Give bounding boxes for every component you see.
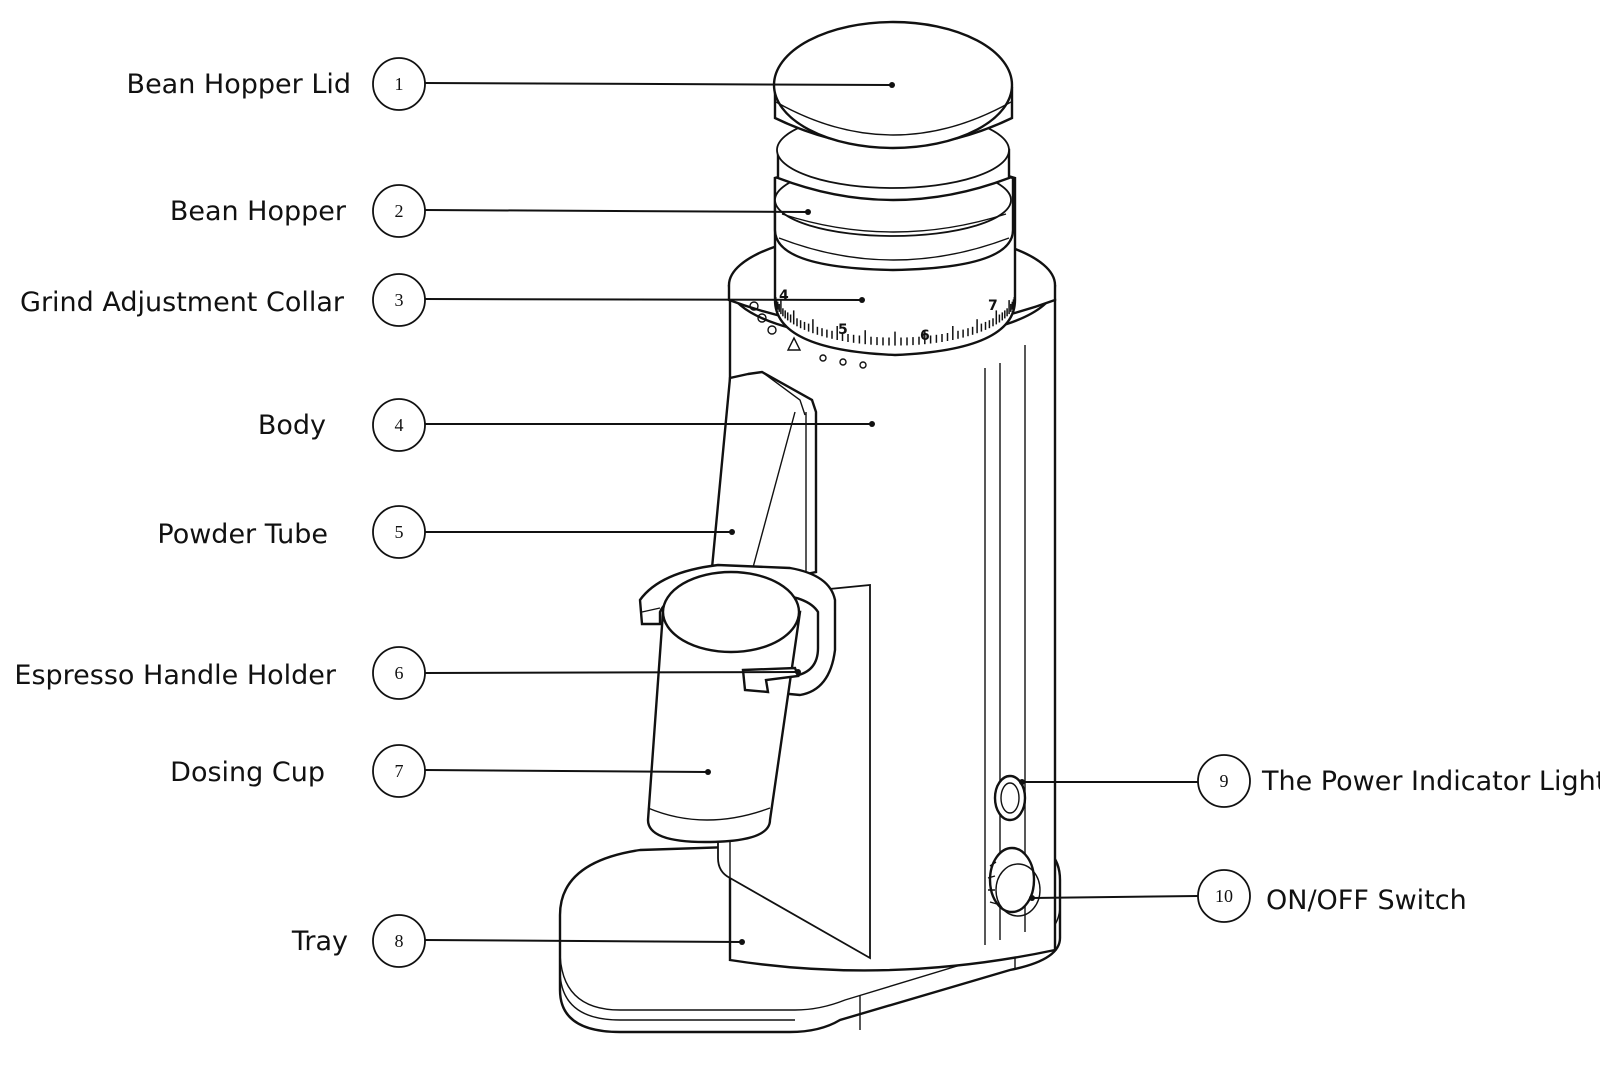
callout-label-4: Body <box>258 410 326 441</box>
collar-scale-mark-4: 4 <box>779 288 789 304</box>
leader-dot-5 <box>729 529 735 535</box>
callout-number-3: 3 <box>395 290 404 310</box>
grinder-illustration: 4 5 6 7 <box>558 20 1062 1034</box>
leader-line-1 <box>424 82 893 86</box>
leader-dot-1 <box>889 82 895 88</box>
callout-badge-8 <box>372 914 426 968</box>
leader-dot-3 <box>859 297 865 303</box>
callout-label-5: Powder Tube <box>157 519 328 550</box>
callout-badge-10 <box>1197 869 1251 923</box>
callout-label-6: Espresso Handle Holder <box>14 660 336 691</box>
leader-line-3 <box>424 298 863 301</box>
callout-label-2: Bean Hopper <box>170 196 347 227</box>
callout-label-10: ON/OFF Switch <box>1266 885 1467 916</box>
callout-badge-5 <box>372 505 426 559</box>
leader-dot-2 <box>805 209 811 215</box>
leader-dot-9 <box>1019 779 1025 785</box>
collar-scale-mark-6: 6 <box>920 328 930 344</box>
collar-scale-mark-7: 7 <box>988 298 998 314</box>
callout-number-2: 2 <box>395 201 404 221</box>
leader-line-6 <box>424 671 799 674</box>
leader-dot-10 <box>1029 895 1035 901</box>
leader-line-7 <box>424 769 709 773</box>
collar-scale-ticks <box>774 288 1016 346</box>
dosing-cup-shape <box>646 570 802 844</box>
callout-number-10: 10 <box>1215 886 1233 906</box>
callout-badge-4 <box>372 398 426 452</box>
hopper-lid-shape <box>772 20 1014 202</box>
callout-label-3: Grind Adjustment Collar <box>20 287 345 318</box>
callout-number-9: 9 <box>1220 771 1229 791</box>
callout-number-8: 8 <box>395 931 404 951</box>
callout-number-4: 4 <box>395 415 404 435</box>
callout-badge-3 <box>372 273 426 327</box>
leader-line-10 <box>1031 895 1199 899</box>
collar-scale-mark-5: 5 <box>838 322 848 338</box>
leader-line-8 <box>424 939 743 943</box>
callout-label-1: Bean Hopper Lid <box>127 69 351 100</box>
callout-badge-2 <box>372 184 426 238</box>
powder-tube-shape <box>710 370 818 588</box>
callout-number-1: 1 <box>395 74 404 94</box>
leader-line-2 <box>424 209 809 213</box>
callout-label-8: Tray <box>291 926 348 957</box>
leader-dot-4 <box>869 421 875 427</box>
callout-badge-6 <box>372 646 426 700</box>
power-indicator-shape <box>993 774 1027 822</box>
callout-number-7: 7 <box>395 761 404 781</box>
leader-dot-8 <box>739 939 745 945</box>
callout-number-5: 5 <box>395 522 404 542</box>
callout-badge-1 <box>372 57 426 111</box>
callout-badge-7 <box>372 744 426 798</box>
callout-number-6: 6 <box>395 663 404 683</box>
callouts: 1 Bean Hopper Lid 2 Bean Hopper 3 Grind … <box>14 57 1600 968</box>
leader-dot-6 <box>795 669 801 675</box>
callout-badge-9 <box>1197 754 1251 808</box>
leader-dot-7 <box>705 769 711 775</box>
callout-label-7: Dosing Cup <box>170 757 325 788</box>
callout-label-9: The Power Indicator Light <box>1261 766 1600 797</box>
on-off-switch-shape <box>987 846 1041 917</box>
